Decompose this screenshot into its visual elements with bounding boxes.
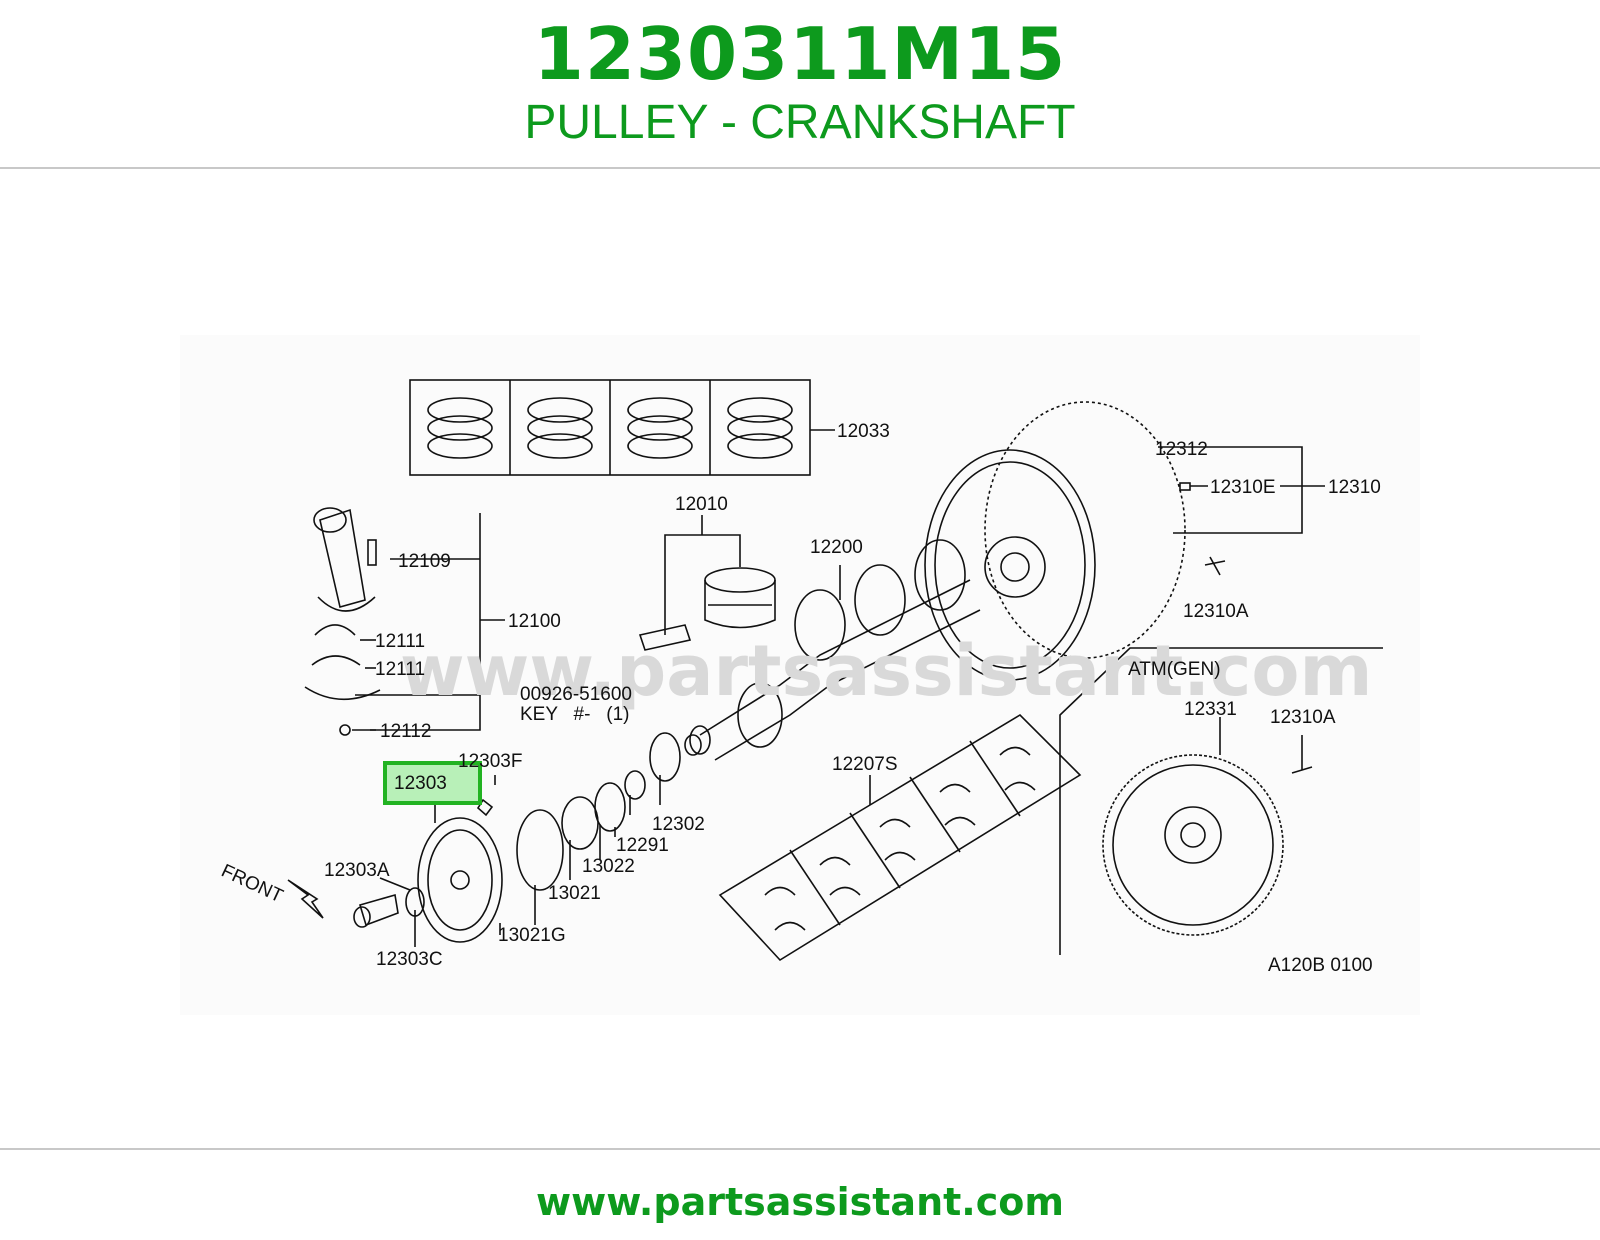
highlight-box — [383, 761, 482, 805]
part-number-title: 1230311M15 — [533, 12, 1067, 96]
sprocket-drawing — [561, 796, 599, 850]
header-divider — [0, 167, 1600, 169]
callout-12200[interactable]: 12200 — [810, 537, 863, 558]
front-label: FRONT — [218, 860, 287, 907]
callout-12207s[interactable]: 12207S — [832, 754, 898, 775]
bolt-icon — [1204, 556, 1226, 576]
section-label-atm: ATM(GEN) — [1128, 659, 1221, 680]
callout-12109[interactable]: 12109 — [398, 551, 451, 572]
callout-13021g[interactable]: 13021G — [498, 925, 566, 946]
bearing-shell-upper — [314, 624, 356, 636]
connecting-rod-drawing — [313, 507, 377, 612]
callout-12310e[interactable]: 12310E — [1210, 477, 1276, 498]
callout-12310[interactable]: 12310 — [1328, 477, 1381, 498]
key-quantity-label: KEY #- (1) — [520, 704, 629, 725]
reference-code: A120B 0100 — [1268, 955, 1373, 976]
callout-12010[interactable]: 12010 — [675, 494, 728, 515]
callout-12303a[interactable]: 12303A — [324, 860, 390, 881]
callout-12310a-atm[interactable]: 12310A — [1270, 707, 1336, 728]
footer-website-link[interactable]: www.partsassistant.com — [536, 1180, 1064, 1224]
piston-ring-group — [427, 397, 793, 459]
callout-12033[interactable]: 12033 — [837, 421, 890, 442]
callout-12111-lower[interactable]: 12111 — [375, 659, 425, 680]
watermark-text: www.partsassistant.com — [400, 630, 1372, 712]
callout-12312[interactable]: 12312 — [1155, 439, 1208, 460]
callout-13021[interactable]: 13021 — [548, 883, 601, 904]
atm-flywheel-drawing — [1102, 754, 1284, 936]
piston-pin — [638, 624, 692, 651]
callout-12291[interactable]: 12291 — [616, 835, 669, 856]
callout-12302[interactable]: 12302 — [652, 814, 705, 835]
callout-12303f[interactable]: 12303F — [458, 751, 522, 772]
part-name-subtitle: PULLEY - CRANKSHAFT — [524, 96, 1076, 149]
crank-pulley-drawing — [417, 817, 503, 943]
crankshaft-drawing — [689, 539, 981, 761]
bearing-shell-lower — [311, 655, 361, 666]
callout-12303c[interactable]: 12303C — [376, 949, 443, 970]
callout-12331[interactable]: 12331 — [1184, 699, 1237, 720]
main-bearing-set-drawing — [718, 713, 1082, 962]
callout-00926-51600[interactable]: 00926-51600 — [520, 684, 632, 705]
callout-12112[interactable]: 12112 — [380, 721, 431, 742]
callout-12111-upper[interactable]: 12111 — [375, 631, 425, 652]
flywheel-drawing — [924, 401, 1186, 681]
callout-12310a-top[interactable]: 12310A — [1183, 601, 1249, 622]
parts-diagram: www.partsassistant.com 12303 12033 12312… — [180, 335, 1420, 1015]
highlight-callout-12303[interactable]: 12303 — [394, 773, 447, 794]
callout-13022[interactable]: 13022 — [582, 856, 635, 877]
footer-divider — [0, 1148, 1600, 1150]
front-arrow-icon — [287, 879, 324, 919]
callout-12100[interactable]: 12100 — [508, 611, 561, 632]
piston-drawing — [638, 567, 776, 651]
spacer-12303f — [476, 798, 494, 817]
pulley-bolt — [359, 893, 399, 927]
oil-seal-drawing — [516, 809, 564, 891]
parts-diagram-svg: www.partsassistant.com 12303 12033 12312… — [218, 379, 1383, 976]
